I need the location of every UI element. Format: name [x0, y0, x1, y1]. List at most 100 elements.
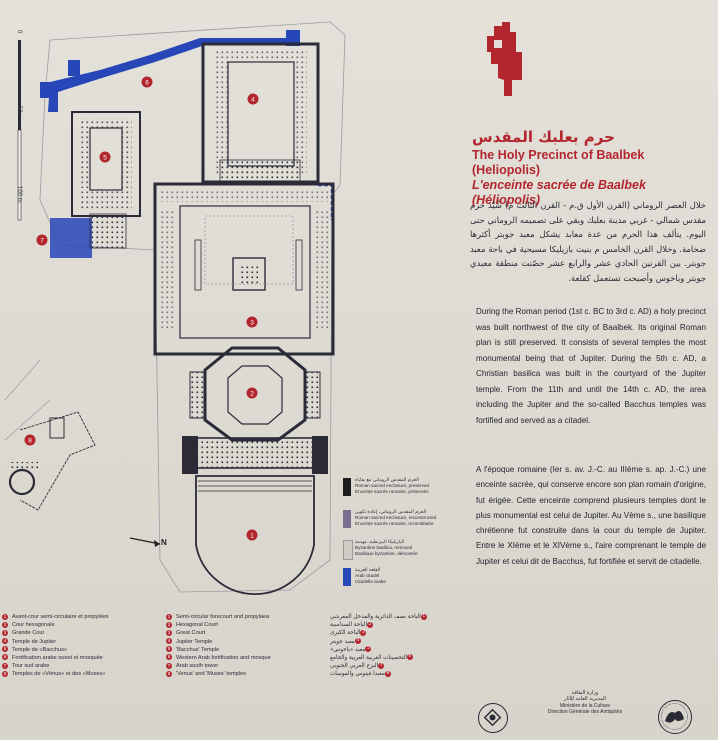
key-ar-7: 7البرج العربي الجنوبي	[330, 662, 385, 670]
propylaea	[195, 437, 315, 469]
jupiter-temple-stair	[219, 159, 301, 185]
svg-text:1: 1	[250, 533, 254, 540]
citadel-tower-1	[286, 30, 300, 46]
site-plan: 1 2 3 4 5 6 7 8	[4, 21, 346, 595]
legend-text-preserved: الحرم المقدس الروماني مع بقاياه Roman sa…	[355, 478, 430, 494]
description-french: A l'époque romaine (Ier s. av. J.-C. au …	[476, 465, 706, 566]
legend-swatch-basilica	[343, 540, 353, 560]
jupiter-temple-cella	[227, 61, 295, 167]
key-ar-1: 1الباحة نصف الدائرية والمدخل المعرشي	[330, 613, 427, 620]
svg-text:4: 4	[251, 97, 255, 104]
ministry-french-2: Direction Générale des Antiquités	[547, 709, 623, 716]
great-court-basin-right	[295, 239, 303, 291]
antiquities-logo-icon	[658, 700, 692, 734]
basilica-trace	[204, 215, 294, 285]
great-court-exedra-row	[160, 190, 328, 202]
title-french: L'enceinte sacrée de Baalbek (Héliopolis…	[472, 178, 646, 207]
citadel-wall-west	[50, 218, 92, 258]
key-ar-8: 8معبدا فينوس والموسات	[330, 670, 391, 678]
marker-6: 6	[141, 76, 153, 88]
legend-swatch-preserved	[343, 478, 351, 496]
key-ar-4: 4معبد جوبتر	[330, 638, 361, 645]
svg-text:7: 7	[40, 238, 44, 245]
key-ar-2: 2الباحة السداسية	[330, 621, 373, 629]
svg-text:3: 3	[250, 320, 254, 327]
hexagonal-court-outer	[203, 346, 307, 442]
scale-label-50: 50	[16, 106, 22, 113]
description-arabic: خلال العصر الروماني (القرن الأول ق.م - ا…	[470, 200, 706, 283]
location-inset-map	[487, 22, 522, 96]
key-ar-3: 3الباحة الكبرى	[330, 629, 367, 637]
muses-temple	[49, 417, 65, 439]
scale-label-100: 100 m	[16, 186, 22, 203]
legend-text-reconstructed: الحرم المقدس الروماني، إعادة تكوين Roman…	[355, 510, 437, 526]
propylaea-tower-left	[182, 436, 198, 474]
hexagonal-wing-left	[189, 371, 207, 419]
key-arabic: 1الباحة نصف الدائرية والمدخل المعرشي 2ال…	[330, 613, 455, 679]
svg-text:2: 2	[250, 391, 254, 398]
svg-text:8: 8	[28, 438, 32, 445]
marker-8: 8	[24, 434, 36, 446]
title-arabic: حرم بعلبك المقدس	[472, 128, 615, 146]
scale-label-0: 0	[16, 30, 22, 34]
great-court-exedra-left	[160, 210, 174, 330]
bacchus-temple-stair	[89, 213, 127, 249]
ministry-arabic-2: المديرية العامة للآثار	[564, 696, 606, 703]
marker-7: 7	[36, 234, 48, 246]
propylaea-tower-right	[312, 436, 328, 474]
key-en-5: 5'Bacchus' Temple	[166, 646, 220, 653]
ministry-french-1: Ministère de la Culture	[559, 702, 611, 709]
great-court-altar	[232, 257, 266, 291]
key-en-8: 8'Venus' and 'Muses' temples	[166, 670, 246, 678]
legend-swatch-reconstructed	[343, 510, 351, 528]
citadel-tower-2	[68, 60, 80, 76]
title-english: The Holy Precinct of Baalbek (Heliopolis…	[472, 148, 645, 177]
marker-3: 3	[246, 316, 258, 328]
venus-temple-area	[19, 411, 96, 511]
ministry-arabic-1: وزارة الثقافة	[571, 690, 599, 696]
marker-1: 1	[246, 529, 258, 541]
venus-temple	[8, 468, 36, 496]
scale-bar-half	[17, 129, 22, 221]
great-court-basin-left	[194, 239, 202, 291]
key-ar-5: 5معبد «باخوس»	[330, 646, 372, 653]
legend-text-basilica: البازيليكا البيزنطية، مهدمة Byzantine ba…	[355, 540, 418, 556]
key-ar-6: 6التحصينات الغربية العربية والجامع	[330, 654, 413, 661]
arab-citadel-wall	[48, 38, 300, 112]
marker-2: 2	[246, 387, 258, 399]
forecourt-steps	[198, 475, 312, 492]
hexagonal-wing-right	[303, 371, 321, 419]
great-court-outer	[153, 182, 335, 356]
svg-text:6: 6	[145, 80, 149, 87]
marker-5: 5	[99, 151, 111, 163]
semi-circular-forecourt	[195, 475, 315, 595]
marker-4: 4	[247, 93, 259, 105]
legend-swatch-citadel	[343, 568, 351, 586]
world-heritage-logo-icon	[478, 703, 508, 733]
citadel-tower-3	[40, 82, 52, 98]
great-court-inner	[179, 205, 311, 339]
great-court-exedra-right	[316, 210, 330, 330]
svg-text:5: 5	[103, 155, 107, 162]
hexagonal-court-inner	[227, 365, 283, 425]
legend-text-citadel: القلعة العربية Arab citadel Citadelle ar…	[355, 568, 386, 584]
north-label: N	[161, 538, 167, 547]
venus-temple-porch	[8, 462, 38, 470]
scale-bar	[18, 40, 21, 130]
venus-area-line	[4, 359, 51, 441]
title-block: حرم بعلبك المقدس The Holy Precinct of Ba…	[472, 128, 712, 208]
